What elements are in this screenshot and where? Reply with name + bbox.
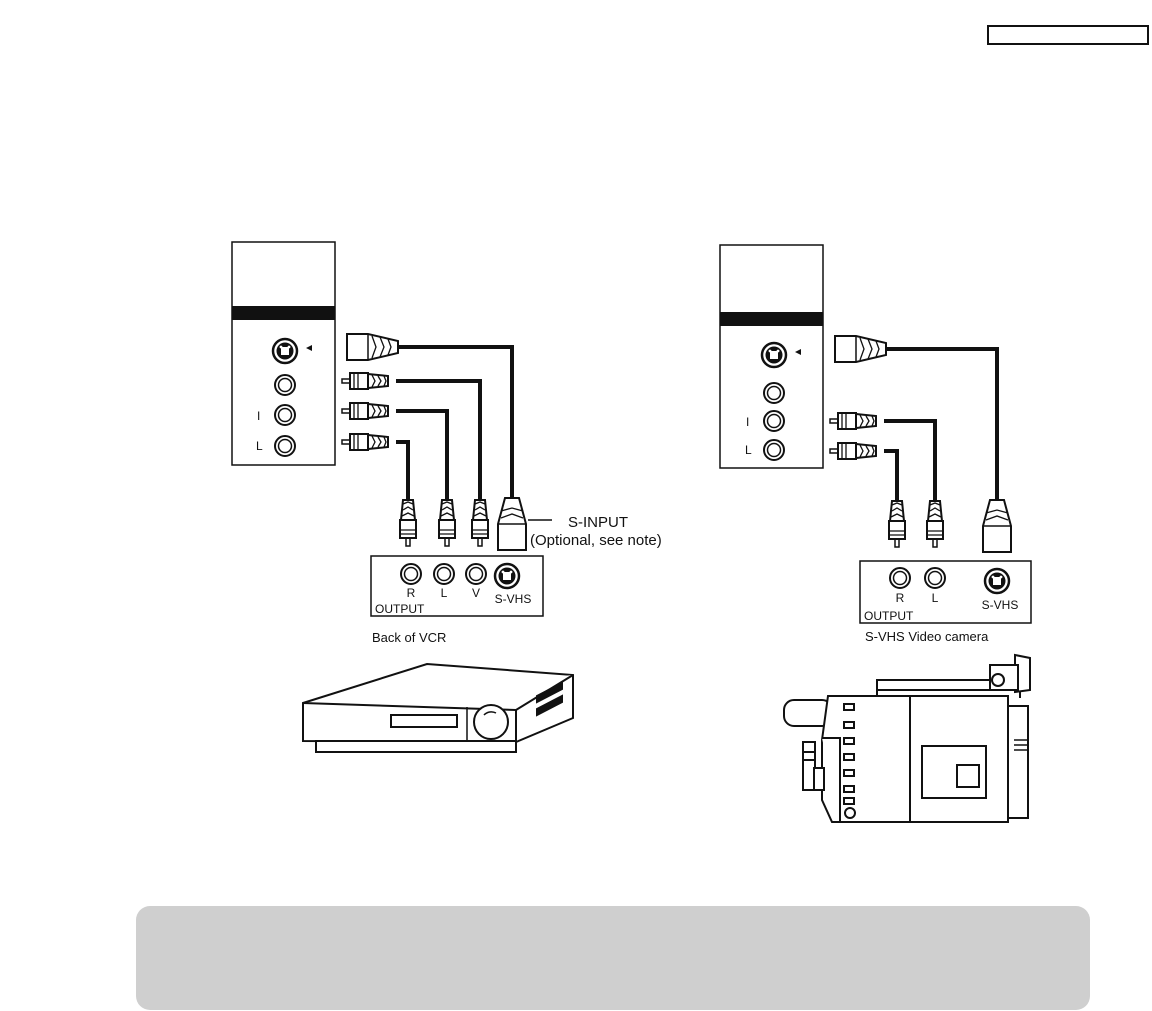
vcr-icon: [302, 662, 574, 753]
s-input-label: S-INPUT: [568, 514, 628, 531]
jack-icon: [274, 404, 296, 426]
s-video-plug-icon: [834, 335, 887, 363]
jack-icon: [763, 439, 785, 461]
rca-plug-icon: [829, 412, 877, 430]
camera-caption: S-VHS Video camera: [865, 629, 989, 644]
note-panel: [136, 906, 1090, 1010]
camera-output-panel: R L S-VHS OUTPUT: [859, 560, 1032, 624]
rca-plug-icon: [888, 500, 906, 548]
jack-icon: [763, 382, 785, 404]
vcr-output-panel: R L V S-VHS OUTPUT: [370, 555, 544, 617]
video-camera-icon: [783, 653, 1031, 823]
tv-input-panel-right: I L: [719, 244, 824, 469]
jack-icon: [400, 563, 422, 585]
jack-icon: [274, 435, 296, 457]
page-number-box: [987, 25, 1149, 45]
s-input-note: (Optional, see note): [530, 532, 662, 549]
jack-icon: [924, 567, 946, 589]
s-video-jack-icon: [493, 562, 521, 590]
jack-label: L: [441, 586, 448, 600]
panel-label: L: [256, 439, 263, 453]
rca-plug-icon: [341, 433, 389, 451]
jack-label: S-VHS: [495, 592, 532, 606]
vcr-caption: Back of VCR: [372, 630, 446, 645]
rca-plug-icon: [341, 372, 389, 390]
s-video-plug-icon: [497, 497, 527, 551]
s-video-plug-icon: [346, 333, 399, 361]
output-label: OUTPUT: [375, 602, 425, 616]
panel-label: I: [257, 409, 260, 423]
jack-icon: [889, 567, 911, 589]
jack-label: R: [896, 591, 905, 605]
rca-plug-icon: [341, 402, 389, 420]
jack-icon: [274, 374, 296, 396]
cables-left: [396, 345, 514, 502]
cables-right: [884, 347, 999, 500]
jack-label: R: [407, 586, 416, 600]
panel-label: I: [746, 415, 749, 429]
s-video-jack-icon: [760, 341, 788, 369]
rca-plug-icon: [399, 499, 417, 547]
jack-label: L: [932, 591, 939, 605]
s-video-jack-icon: [271, 337, 299, 365]
rca-plug-icon: [471, 499, 489, 547]
jack-label: V: [472, 586, 480, 600]
s-video-plug-icon: [982, 499, 1012, 553]
jack-icon: [433, 563, 455, 585]
rca-plug-icon: [829, 442, 877, 460]
rca-plug-icon: [438, 499, 456, 547]
jack-icon: [465, 563, 487, 585]
jack-label: S-VHS: [982, 598, 1019, 612]
output-label: OUTPUT: [864, 609, 914, 623]
tv-input-panel-left: I L: [231, 241, 336, 466]
jack-icon: [763, 410, 785, 432]
panel-label: L: [745, 443, 752, 457]
rca-plug-icon: [926, 500, 944, 548]
s-video-jack-icon: [983, 567, 1011, 595]
